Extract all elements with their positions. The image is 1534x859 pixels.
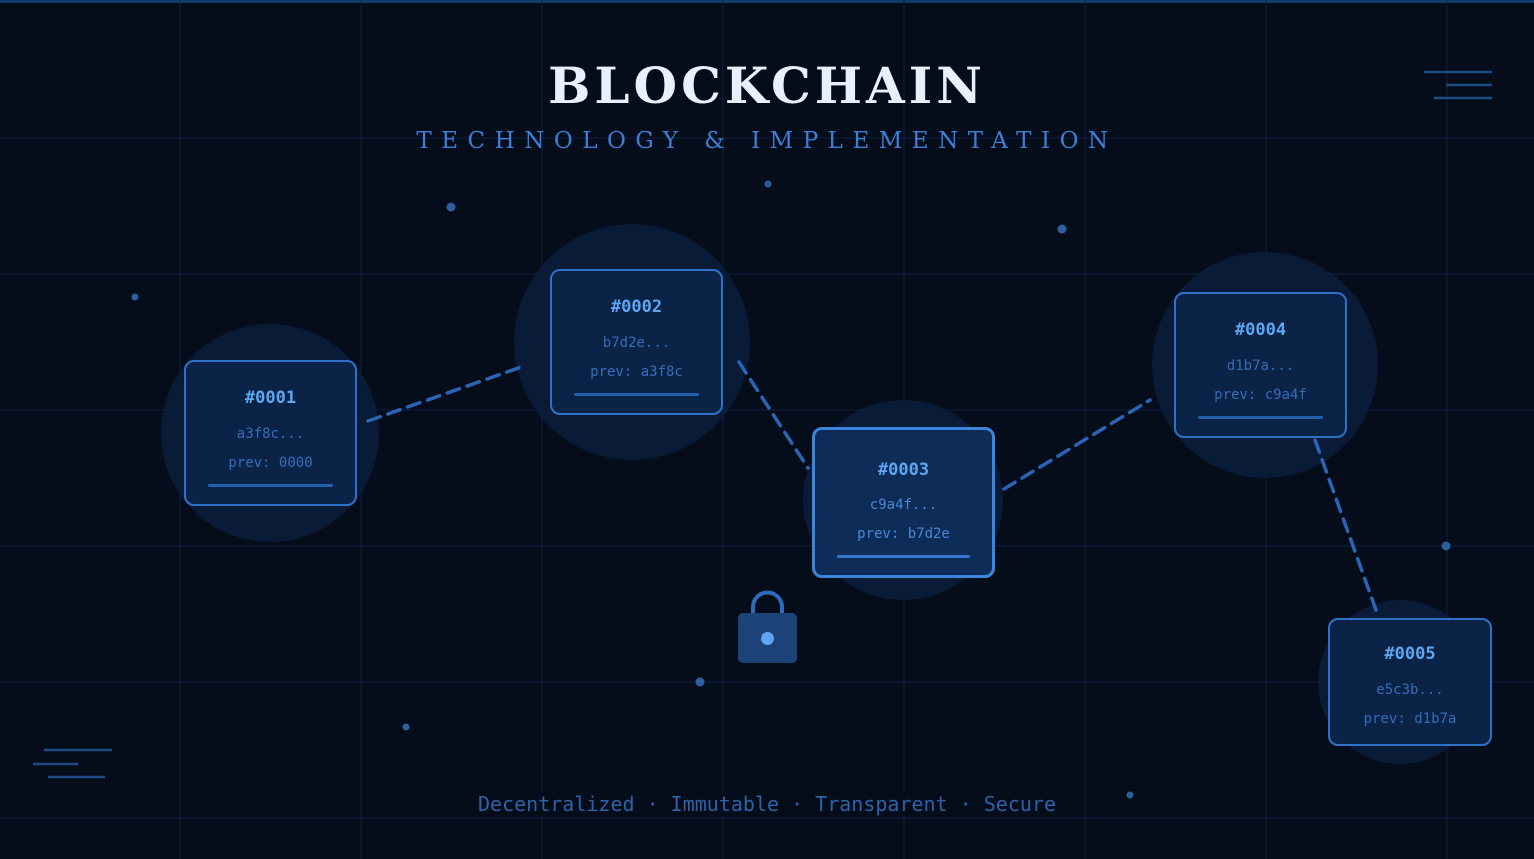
block-id: #0004 <box>1234 320 1287 340</box>
particle-dot <box>695 677 705 687</box>
block-id: #0001 <box>244 388 297 408</box>
block-hash: b7d2e... <box>602 335 671 351</box>
particle-dot <box>402 723 410 731</box>
block-card[interactable]: #0005 e5c3b... prev: d1b7a <box>1328 618 1492 746</box>
block-underline <box>837 555 970 558</box>
top-accent-line <box>0 0 1534 3</box>
block-prev-hash: prev: c9a4f <box>1214 387 1307 403</box>
block-hash: e5c3b... <box>1376 682 1444 698</box>
particle-dot <box>764 180 772 188</box>
block-hash: a3f8c... <box>236 426 305 442</box>
block-prev-hash: prev: d1b7a <box>1363 711 1457 727</box>
chain-link <box>1002 398 1152 491</box>
page-title: BLOCKCHAIN <box>548 56 986 115</box>
particle-dot <box>1126 791 1134 799</box>
particle-dot <box>446 202 456 212</box>
block-id: #0002 <box>610 297 663 317</box>
block-id: #0003 <box>877 460 930 480</box>
block-underline <box>208 484 333 487</box>
block-prev-hash: prev: 0000 <box>228 455 313 471</box>
page-subtitle: TECHNOLOGY & IMPLEMENTATION <box>416 128 1118 154</box>
chain-link <box>1313 438 1378 612</box>
chain-link <box>366 364 526 423</box>
block-underline <box>574 393 699 396</box>
block-prev-hash: prev: a3f8c <box>590 364 683 380</box>
block-id: #0005 <box>1384 644 1436 664</box>
particle-dot <box>131 293 139 301</box>
block-card-active[interactable]: #0003 c9a4f... prev: b7d2e <box>812 427 995 578</box>
block-hash: c9a4f... <box>869 497 938 513</box>
menu-lines-icon <box>33 748 112 779</box>
particle-dots <box>131 180 1451 799</box>
particle-dot <box>1441 541 1451 551</box>
chain-link <box>737 360 810 470</box>
block-underline <box>1198 416 1323 419</box>
block-card[interactable]: #0004 d1b7a... prev: c9a4f <box>1174 292 1347 438</box>
block-prev-hash: prev: b7d2e <box>857 526 950 542</box>
particle-dot <box>1057 224 1067 234</box>
footer-tagline-text: Decentralized · Immutable · Transparent … <box>472 792 1062 816</box>
chain-links <box>366 360 1378 612</box>
block-hash: d1b7a... <box>1226 358 1295 374</box>
block-card[interactable]: #0002 b7d2e... prev: a3f8c <box>550 269 723 415</box>
lock-icon <box>738 590 797 663</box>
block-card[interactable]: #0001 a3f8c... prev: 0000 <box>184 360 357 506</box>
footer-tagline: Decentralized · Immutable · Transparent … <box>0 792 1534 816</box>
menu-lines-icon <box>1424 70 1492 100</box>
